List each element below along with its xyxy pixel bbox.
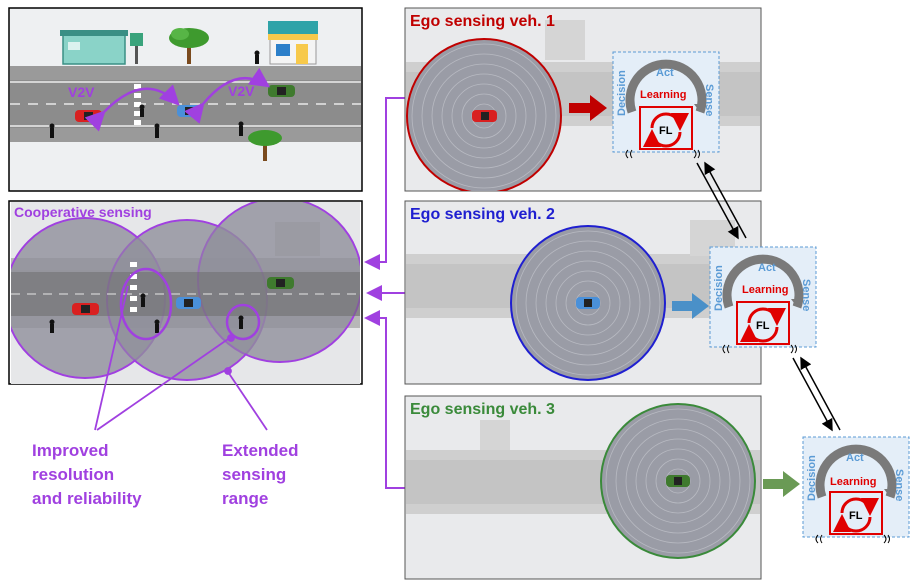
ego-title-1: Ego sensing veh. 1 <box>410 13 555 30</box>
learning-label: Learning <box>640 89 686 101</box>
antenna-icon <box>722 344 797 354</box>
decision-label: Decision <box>806 455 818 501</box>
car-icon-blue <box>177 105 202 117</box>
svg-text:resolution: resolution <box>32 465 114 484</box>
learning-label: Learning <box>830 476 876 488</box>
coop-car-red <box>72 303 99 315</box>
v2v-arrow-right <box>184 67 271 124</box>
v2v-label-right: V2V <box>228 83 255 99</box>
fl-label: FL <box>849 510 863 522</box>
shop-icon <box>268 21 318 65</box>
act-label: Act <box>846 452 864 464</box>
ego-arrow-2 <box>672 293 709 319</box>
svg-text:range: range <box>222 489 268 508</box>
annotation-range: Extended sensing range <box>222 441 299 508</box>
fl-label: FL <box>756 320 770 332</box>
antenna-icon <box>625 149 700 159</box>
decision-label: Decision <box>616 70 628 116</box>
v2v-arrow-left <box>84 84 180 132</box>
svg-text:Extended: Extended <box>222 441 299 460</box>
ego-arrow-1 <box>569 95 607 121</box>
overlap-ellipse <box>119 267 173 341</box>
svg-text:Improved: Improved <box>32 441 109 460</box>
coop-car-blue <box>176 297 201 309</box>
annotation-lines <box>94 285 268 431</box>
fusion-connectors <box>364 97 405 489</box>
overlap-ellipse-small <box>225 303 261 341</box>
cycle-box-1: Act Learning FL Decision Sense <box>612 51 720 159</box>
act-label: Act <box>656 67 674 79</box>
svg-text:and reliability: and reliability <box>32 489 142 508</box>
sense-label: Sense <box>800 279 812 311</box>
decision-label: Decision <box>713 265 725 311</box>
cooperative-title: Cooperative sensing <box>14 204 152 220</box>
cycle-box-2: Act Learning FL Decision Sense <box>709 246 817 354</box>
sense-label: Sense <box>893 469 905 501</box>
top-sidewalk <box>10 66 361 80</box>
sense-label: Sense <box>703 84 715 116</box>
antenna-icon <box>815 534 890 544</box>
act-label: Act <box>758 262 776 274</box>
tree-icon <box>248 130 282 161</box>
v2v-label-left: V2V <box>68 84 95 100</box>
ego-panel-3: Ego sensing veh. 3 <box>404 395 800 580</box>
street-scene-panel: V2V V2V <box>8 7 363 192</box>
svg-text:sensing: sensing <box>222 465 286 484</box>
fl-exchange-arrows <box>696 161 841 432</box>
annotation-resolution: Improved resolution and reliability <box>32 441 142 508</box>
ego-title-2: Ego sensing veh. 2 <box>410 206 555 223</box>
car-icon-green <box>268 85 295 97</box>
car-icon-red <box>75 110 102 122</box>
ego-arrow-3 <box>763 471 800 497</box>
road <box>10 80 361 128</box>
ego-title-3: Ego sensing veh. 3 <box>410 401 555 418</box>
cycle-box-3: Act Learning FL Decision Sense <box>802 436 910 544</box>
cooperative-sensing-panel: Cooperative sensing <box>8 200 363 385</box>
coop-car-green <box>267 277 294 289</box>
tree-icon <box>169 28 209 64</box>
bus-stop-icon <box>60 30 143 65</box>
learning-label: Learning <box>742 284 788 296</box>
ego-panel-2: Ego sensing veh. 2 <box>404 200 762 385</box>
bottom-sidewalk <box>10 128 361 142</box>
fl-label: FL <box>659 125 673 137</box>
